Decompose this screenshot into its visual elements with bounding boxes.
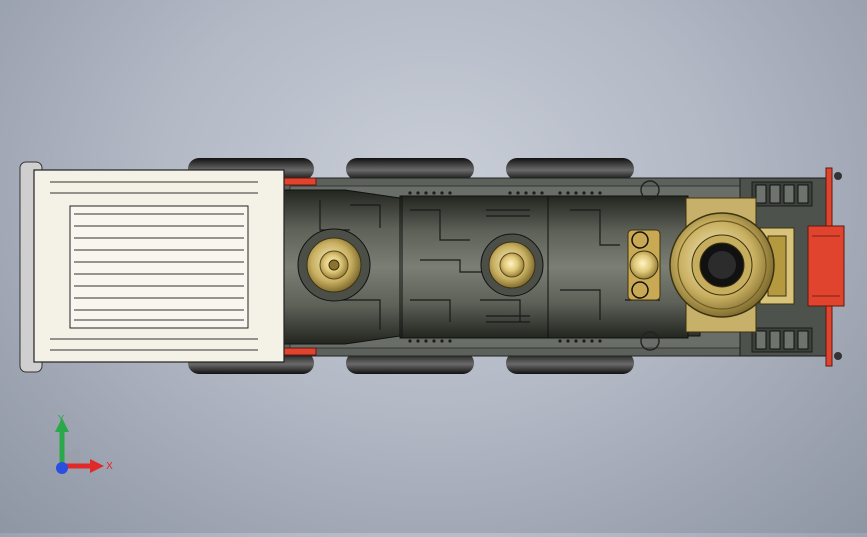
triad-graphic: Y X <box>55 414 113 474</box>
sand-dome-middle <box>480 233 544 297</box>
wheel-bottom-3 <box>506 352 634 374</box>
steam-dome-rear <box>297 228 371 302</box>
smokestack <box>669 197 795 333</box>
buffer-beam <box>807 167 845 367</box>
lamp-ring-bottom <box>640 331 660 351</box>
y-axis-label: Y <box>57 414 65 425</box>
rear-coupler-bottom <box>281 347 317 356</box>
cab <box>19 161 285 373</box>
coordinate-triad: Y X <box>40 408 130 483</box>
triad-arc <box>62 448 80 466</box>
x-axis-label: X <box>106 461 113 472</box>
y-axis-head <box>55 418 69 432</box>
x-axis-head <box>90 459 104 473</box>
wheel-top-3 <box>506 158 634 180</box>
wheel-top-2 <box>346 158 474 180</box>
rear-coupler-top <box>281 177 317 186</box>
bell <box>627 229 661 301</box>
lamp-ring-top <box>640 180 660 200</box>
z-axis-dot <box>56 462 68 474</box>
wheel-bottom-2 <box>346 352 474 374</box>
